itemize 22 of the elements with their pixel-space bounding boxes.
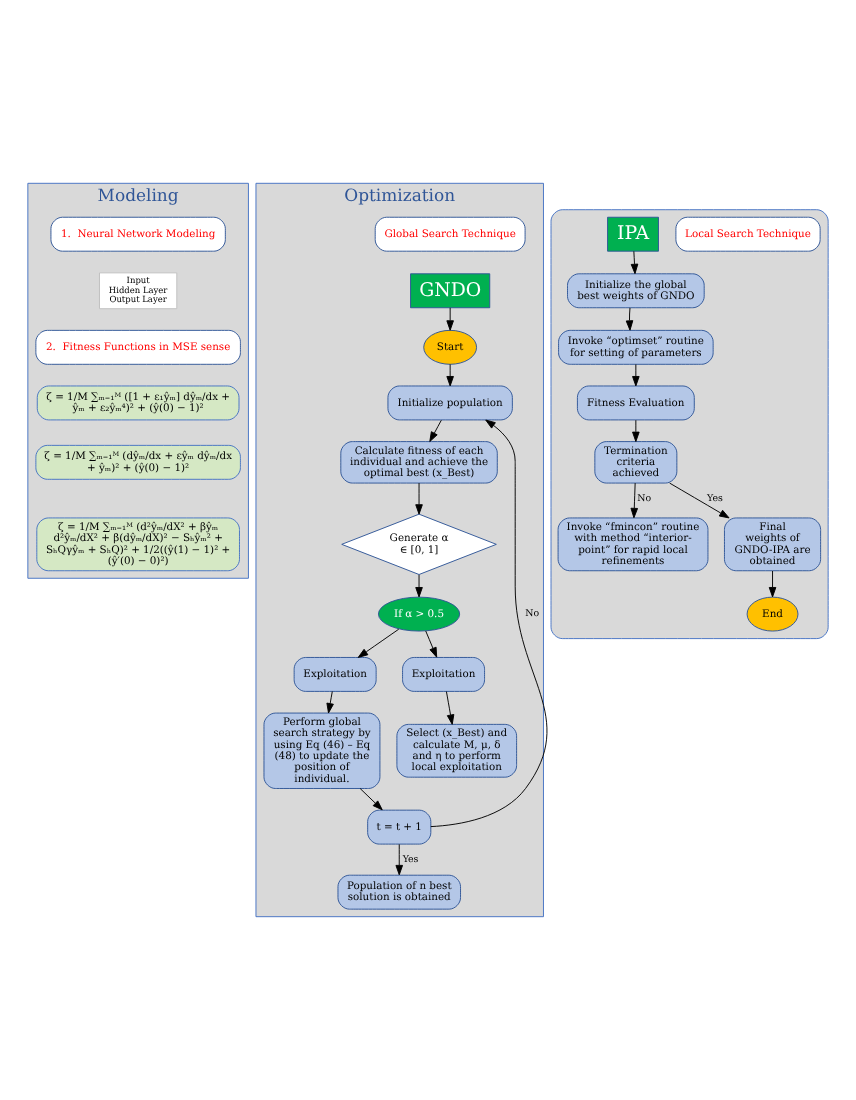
arrow — [446, 363, 454, 387]
arrow — [669, 482, 730, 519]
arrow — [446, 307, 454, 331]
arrow — [415, 482, 423, 515]
arrow — [429, 419, 442, 443]
arrow — [359, 788, 383, 811]
arrow — [430, 419, 548, 828]
node-box: GNDO — [410, 273, 491, 309]
arrow — [425, 630, 438, 658]
arrow — [357, 628, 400, 658]
arrow — [630, 482, 639, 519]
arrow — [632, 363, 640, 387]
arrow — [630, 250, 639, 275]
arrow — [632, 419, 640, 443]
node-box: IPA — [607, 216, 659, 252]
arrow — [445, 691, 455, 725]
arrow — [326, 691, 334, 714]
arrow — [415, 574, 423, 598]
cluster — [550, 209, 829, 640]
arrow — [395, 843, 404, 876]
arrow — [768, 570, 777, 598]
arrow — [625, 307, 634, 331]
